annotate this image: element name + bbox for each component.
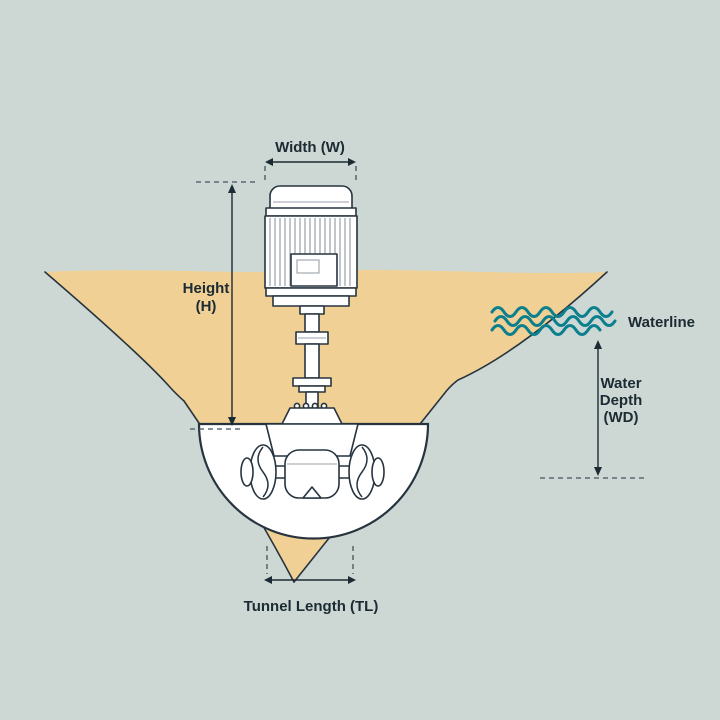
shaft-lower-flange-2 [298, 385, 326, 393]
thruster-upper-housing [265, 423, 359, 457]
drive-shaft [281, 305, 343, 425]
width-arrow-right-icon [348, 158, 356, 166]
waterline-label: Waterline [628, 314, 695, 331]
diagram-labels: Width (W) Height (H) Waterline Water Dep… [183, 139, 695, 615]
tunnel-arrow-left-icon [264, 576, 272, 584]
prop-hub-left [240, 457, 254, 487]
motor [264, 185, 358, 307]
motor-bottom-band [265, 287, 357, 297]
shaft-segment-2 [304, 343, 320, 379]
tunnel-length-label: Tunnel Length (TL) [244, 598, 379, 615]
thruster-unit [240, 423, 385, 500]
prop-blade-curve-right [356, 446, 368, 498]
motor-base-flange [272, 295, 350, 307]
prop-blade-curve-left [257, 446, 269, 498]
water-depth-label-line2: Depth [600, 392, 643, 409]
wave-3 [490, 324, 602, 336]
prop-hub-right [371, 457, 385, 487]
shaft-upper-flange [299, 305, 325, 315]
thruster-mount-plate [281, 407, 343, 425]
water-depth-label-line1: Water [600, 375, 641, 392]
height-label-line2: (H) [196, 298, 217, 315]
height-dimension [228, 184, 236, 426]
water-depth-label-line3: (WD) [604, 409, 639, 426]
water-depth-dimension [594, 340, 602, 476]
motor-junction-box [290, 253, 338, 287]
water-depth-arrow-down-icon [594, 467, 602, 476]
tunnel-length-dimension [264, 576, 356, 584]
motor-neck-band [265, 207, 357, 217]
gear-pod-notch [302, 486, 322, 499]
shaft-lower-flange [292, 377, 332, 387]
height-arrow-up-icon [228, 184, 236, 193]
motor-top-cap [269, 185, 353, 211]
height-label-line1: Height [183, 280, 230, 297]
tunnel-arrow-right-icon [348, 576, 356, 584]
propeller-left [240, 444, 291, 500]
reference-lines [190, 166, 646, 574]
water-depth-arrow-up-icon [594, 340, 602, 349]
propeller-right [333, 444, 385, 500]
width-dimension [265, 158, 356, 166]
motor-junction-box-detail [296, 259, 320, 274]
wave-2 [493, 315, 617, 327]
width-label: Width (W) [275, 139, 345, 156]
waterline-waves-icon [490, 306, 617, 336]
shaft-segment-1 [304, 313, 320, 333]
wave-1 [490, 306, 614, 318]
height-arrow-down-icon [228, 417, 236, 426]
width-arrow-left-icon [265, 158, 273, 166]
